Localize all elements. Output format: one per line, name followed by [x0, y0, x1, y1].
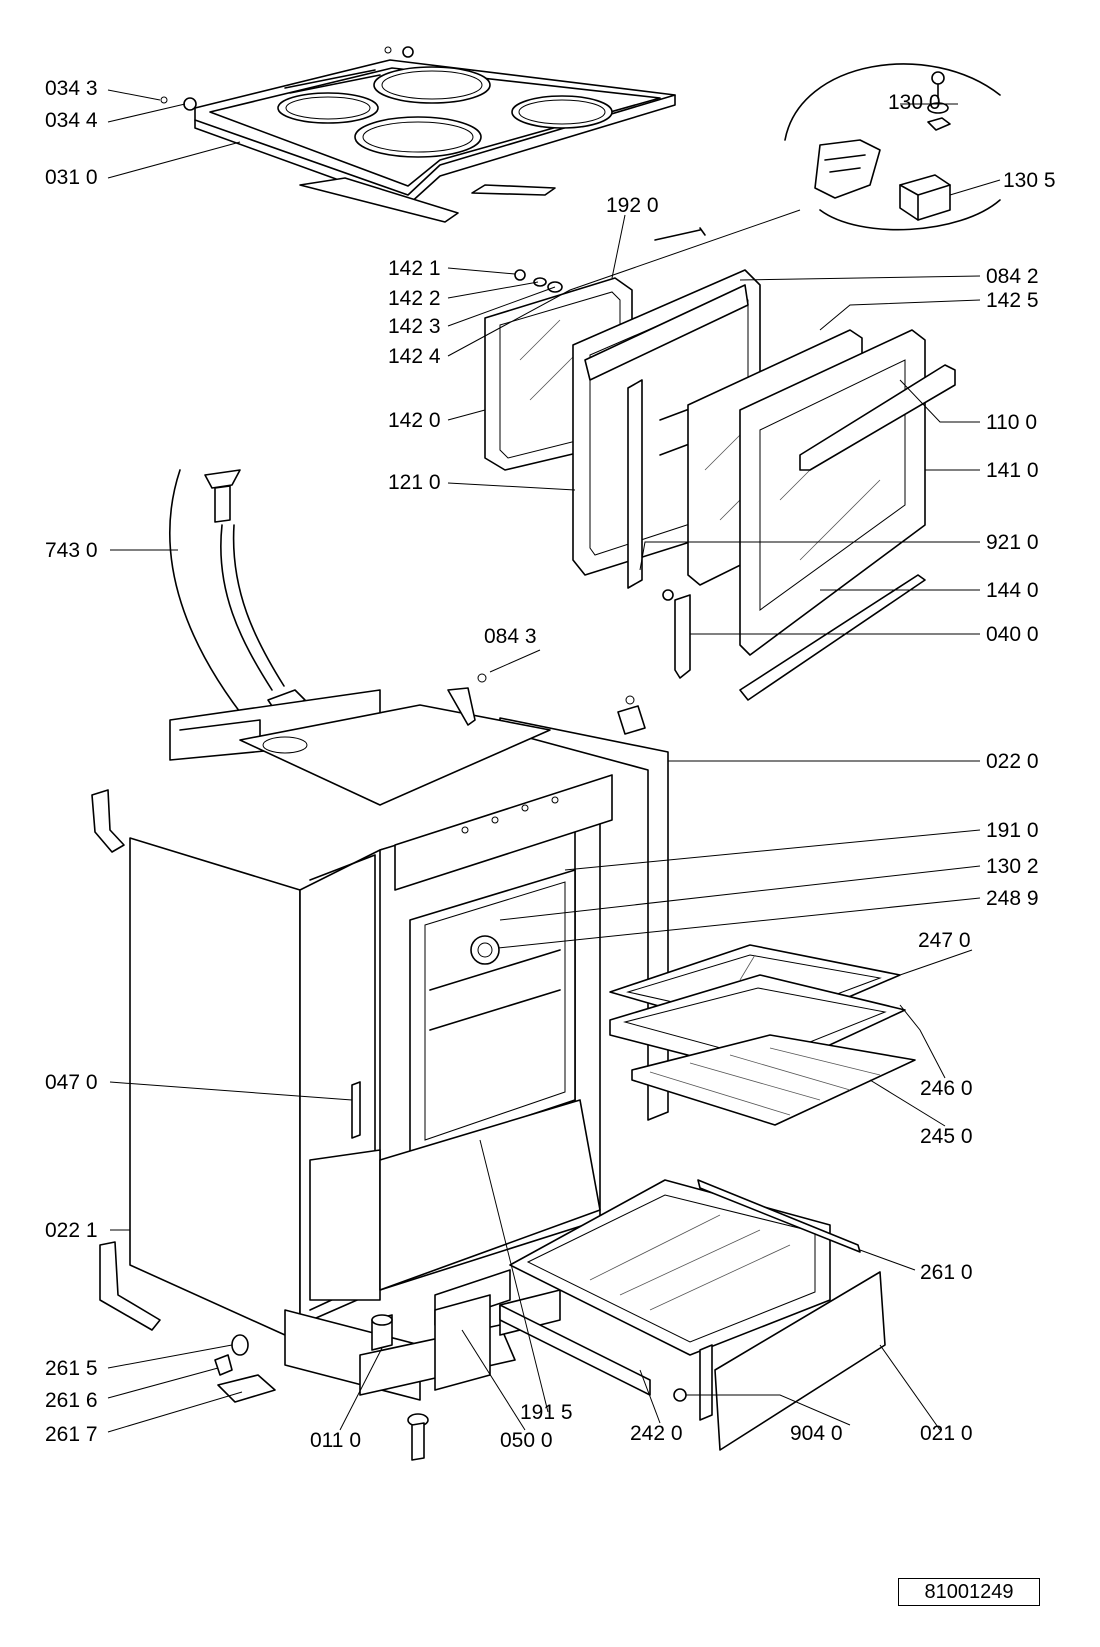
callout-261-7: 261 7	[45, 1423, 98, 1446]
callout-248-9: 248 9	[986, 887, 1039, 910]
callout-050-0: 050 0	[500, 1429, 553, 1452]
callout-142-0: 142 0	[388, 409, 441, 432]
callout-130-0: 130 0	[888, 91, 941, 114]
callout-142-1: 142 1	[388, 257, 441, 280]
storage-drawer	[499, 1179, 886, 1451]
hob-top	[160, 46, 676, 223]
callout-022-0: 022 0	[986, 750, 1039, 773]
callout-246-0: 246 0	[920, 1077, 973, 1100]
callout-142-4: 142 4	[388, 345, 441, 368]
callout-021-0: 021 0	[920, 1422, 973, 1445]
callout-261-0: 261 0	[920, 1261, 973, 1284]
callout-192-0: 192 0	[606, 194, 659, 217]
callout-040-0: 040 0	[986, 623, 1039, 646]
document-reference-number: 81001249	[898, 1578, 1040, 1606]
callout-191-0: 191 0	[986, 819, 1039, 842]
callout-261-6: 261 6	[45, 1389, 98, 1412]
callout-084-2: 084 2	[986, 265, 1039, 288]
leader-lines	[107, 89, 1001, 1433]
callout-130-5: 130 5	[1003, 169, 1056, 192]
callout-142-3: 142 3	[388, 315, 441, 338]
callout-247-0: 247 0	[918, 929, 971, 952]
callout-142-2: 142 2	[388, 287, 441, 310]
callout-142-5: 142 5	[986, 289, 1039, 312]
callout-130-2: 130 2	[986, 855, 1039, 878]
callout-022-1: 022 1	[45, 1219, 98, 1242]
callout-904-0: 904 0	[790, 1422, 843, 1445]
callout-141-0: 141 0	[986, 459, 1039, 482]
cooker-cabinet	[91, 673, 669, 1401]
callout-242-0: 242 0	[630, 1422, 683, 1445]
control-detail-inset	[784, 63, 1001, 231]
callout-245-0: 245 0	[920, 1125, 973, 1148]
callout-084-3: 084 3	[484, 625, 537, 648]
callout-743-0: 743 0	[45, 539, 98, 562]
callout-011-0: 011 0	[310, 1429, 361, 1452]
callout-110-0: 110 0	[986, 411, 1037, 434]
callout-121-0: 121 0	[388, 471, 441, 494]
callout-144-0: 144 0	[986, 579, 1039, 602]
callout-191-5: 191 5	[520, 1401, 573, 1424]
connection-hose	[169, 469, 306, 726]
oven-door-assembly	[484, 227, 956, 701]
callout-047-0: 047 0	[45, 1071, 98, 1094]
callout-034-4: 034 4	[45, 109, 98, 132]
callout-261-5: 261 5	[45, 1357, 98, 1380]
oven-accessories	[609, 944, 916, 1126]
callout-031-0: 031 0	[45, 166, 98, 189]
callout-921-0: 921 0	[986, 531, 1039, 554]
callout-034-3: 034 3	[45, 77, 98, 100]
